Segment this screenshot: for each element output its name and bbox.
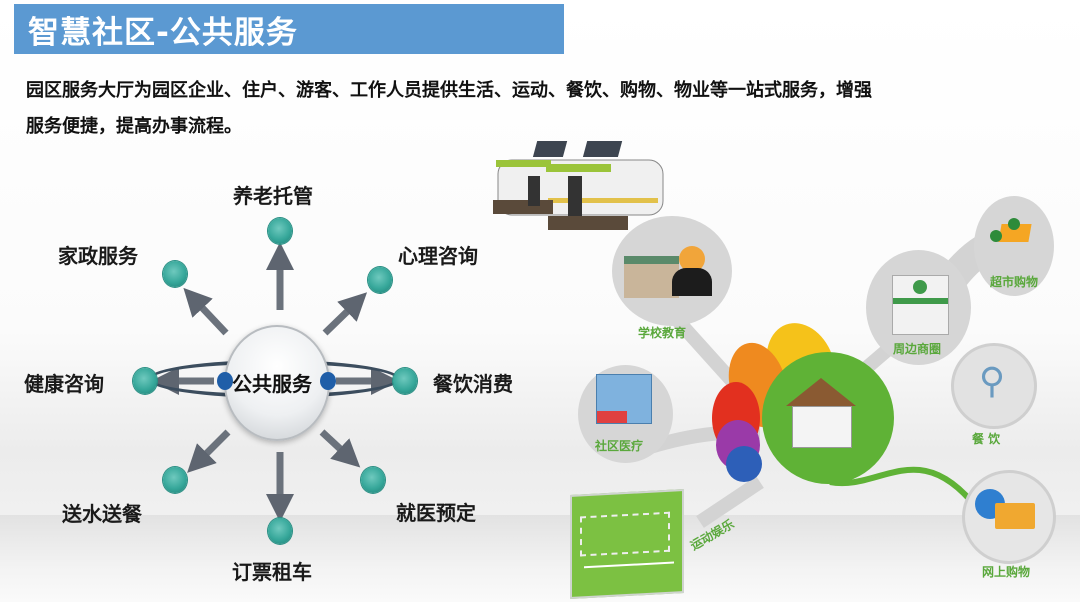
node-medical-booking: [361, 467, 385, 493]
node-dining: [393, 368, 417, 394]
spoke-label: 订票租车: [232, 560, 312, 584]
node-health-consult: [133, 368, 157, 394]
hub-circle: [224, 325, 330, 441]
hub-left-cap: [217, 372, 233, 390]
description-line-1: 园区服务大厅为园区企业、住户、游客、工作人员提供生活、运动、餐饮、购物、物业等一…: [26, 80, 872, 101]
hospital-icon: [596, 374, 652, 424]
item-label-supermarket: 超市购物: [990, 275, 1039, 289]
item-label-online-shopping: 网上购物: [982, 565, 1031, 579]
supermarket-bubble: [974, 196, 1054, 296]
soccer-field-icon: [570, 489, 684, 599]
spoke-label: 健康咨询: [24, 372, 104, 396]
spoke-label: 养老托管: [233, 184, 313, 208]
node-housekeeping: [163, 261, 187, 287]
camper-icon: [493, 141, 664, 230]
spoke-label: 餐饮消费: [433, 372, 513, 396]
hub-label: 公共服务: [232, 372, 312, 396]
fork-spoon-icon: ⚲: [978, 361, 1006, 402]
store-icon: [892, 275, 949, 335]
hub-right-cap: [320, 372, 336, 390]
description-line-2: 服务便捷，提高办事流程。: [26, 116, 242, 137]
page-title: 智慧社区-公共服务: [28, 15, 298, 51]
spoke-label: 家政服务: [58, 244, 138, 268]
dining-bubble: [951, 343, 1037, 429]
hub-arrows: [151, 242, 399, 522]
node-psych-consult: [368, 267, 392, 293]
online-basket-icon: [975, 485, 1037, 535]
title-bar: [14, 4, 564, 54]
node-elderly-care: [268, 218, 292, 244]
description: 园区服务大厅为园区企业、住户、游客、工作人员提供生活、运动、餐饮、购物、物业等一…: [26, 73, 1026, 145]
petal-blue: [726, 446, 762, 482]
shopping-cart-icon: [990, 214, 1038, 254]
house-icon: [786, 378, 856, 448]
spoke-label: 就医预定: [396, 501, 476, 525]
node-ticket-rental: [268, 518, 292, 544]
item-label-dining: 餐 饮: [972, 432, 1001, 446]
item-label-school: 学校教育: [638, 326, 687, 340]
spoke-label: 心理咨询: [398, 244, 478, 268]
floor-background: [0, 515, 1080, 602]
item-label-hospital: 社区医疗: [595, 439, 644, 453]
spoke-label: 送水送餐: [62, 502, 142, 526]
item-label-store: 周边商圈: [893, 342, 942, 356]
node-water-meal: [163, 467, 187, 493]
school-graduate-icon: [624, 236, 720, 298]
